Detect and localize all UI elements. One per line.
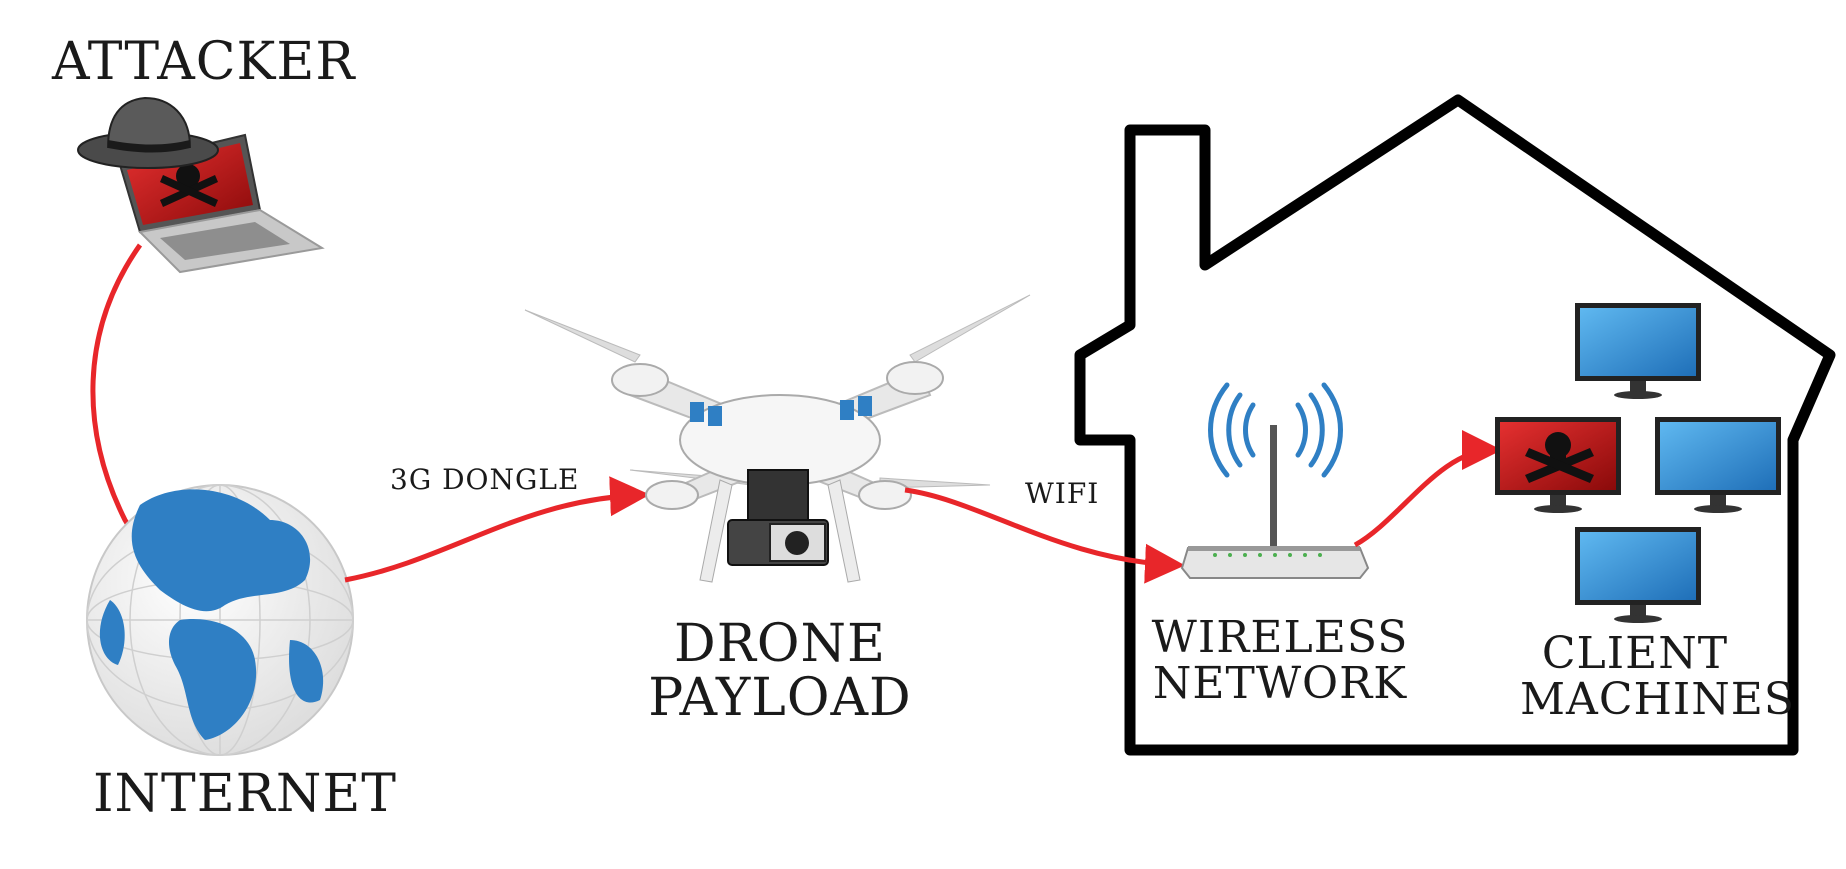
drone-icon: [524, 294, 1031, 583]
wireless-label-line1: WIRELESS: [1151, 612, 1409, 663]
internet-drone-link: [344, 476, 650, 583]
fedora-hat-icon: [77, 96, 219, 169]
monitor-icon: [1575, 303, 1701, 399]
router-icon: [1180, 382, 1370, 579]
drone-label-line2: PAYLOAD: [648, 668, 912, 728]
attacker-laptop-icon: [77, 96, 325, 274]
router-client-link: [1353, 430, 1502, 548]
client-machines-label: CLIENT MACHINES: [1520, 628, 1796, 725]
monitor-icon: [1575, 527, 1701, 623]
house-outline: [1074, 94, 1836, 756]
monitor-icon: [1655, 417, 1781, 513]
client-label-line1: CLIENT: [1541, 628, 1729, 679]
skull-icon: [1525, 432, 1594, 483]
skull-icon: [160, 164, 218, 207]
infected-monitor-icon: [1495, 417, 1621, 513]
client-label-line2: MACHINES: [1520, 674, 1796, 725]
wireless-network-label: WIRELESS NETWORK: [1150, 616, 1410, 706]
drone-label-line1: DRONE: [674, 614, 886, 674]
wifi-label: WIFI: [1025, 477, 1100, 510]
attacker-label: ATTACKER: [52, 32, 356, 92]
drone-router-link: [904, 487, 1185, 584]
dongle-label: 3G DONGLE: [390, 463, 580, 496]
globe-icon: [86, 484, 354, 756]
wireless-label-line2: NETWORK: [1152, 658, 1408, 709]
internet-label: INTERNET: [93, 764, 397, 824]
wifi-waves-icon: [1208, 382, 1343, 478]
drone-payload-label: DRONE PAYLOAD: [640, 618, 920, 724]
